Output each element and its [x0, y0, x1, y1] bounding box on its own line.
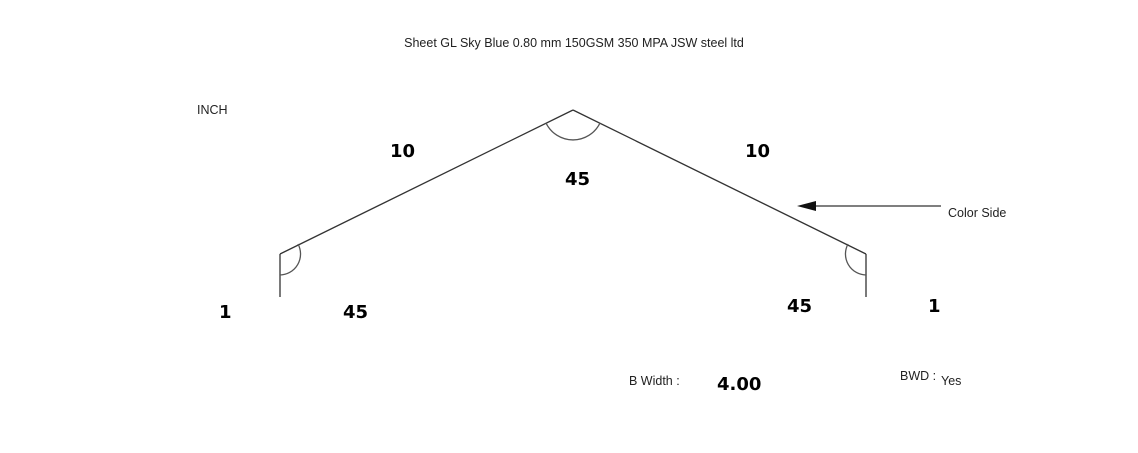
color-side-arrowhead: [797, 201, 816, 211]
apex-angle-arc: [545, 122, 601, 141]
left-slope-line: [279, 109, 574, 255]
left-bend-angle-value: 45: [343, 302, 369, 323]
left-segment-length: 10: [390, 141, 416, 162]
right-bend-angle-arc: [844, 243, 867, 276]
b-width-label: B Width :: [629, 374, 680, 388]
bwd-value: Yes: [941, 374, 962, 388]
color-side-label: Color Side: [948, 206, 1007, 220]
right-segment-length: 10: [745, 141, 771, 162]
b-width-value: 4.00: [717, 374, 762, 395]
sheet-title: Sheet GL Sky Blue 0.80 mm 150GSM 350 MPA…: [404, 36, 744, 50]
apex-angle-value: 45: [565, 169, 591, 190]
right-bend-angle-value: 45: [787, 296, 813, 317]
right-slope-line: [572, 109, 867, 255]
unit-label: INCH: [197, 103, 228, 117]
bwd-label: BWD :: [900, 369, 937, 383]
left-bend-angle-arc: [279, 243, 302, 276]
right-return-length: 1: [928, 296, 941, 317]
left-return-length: 1: [219, 302, 232, 323]
